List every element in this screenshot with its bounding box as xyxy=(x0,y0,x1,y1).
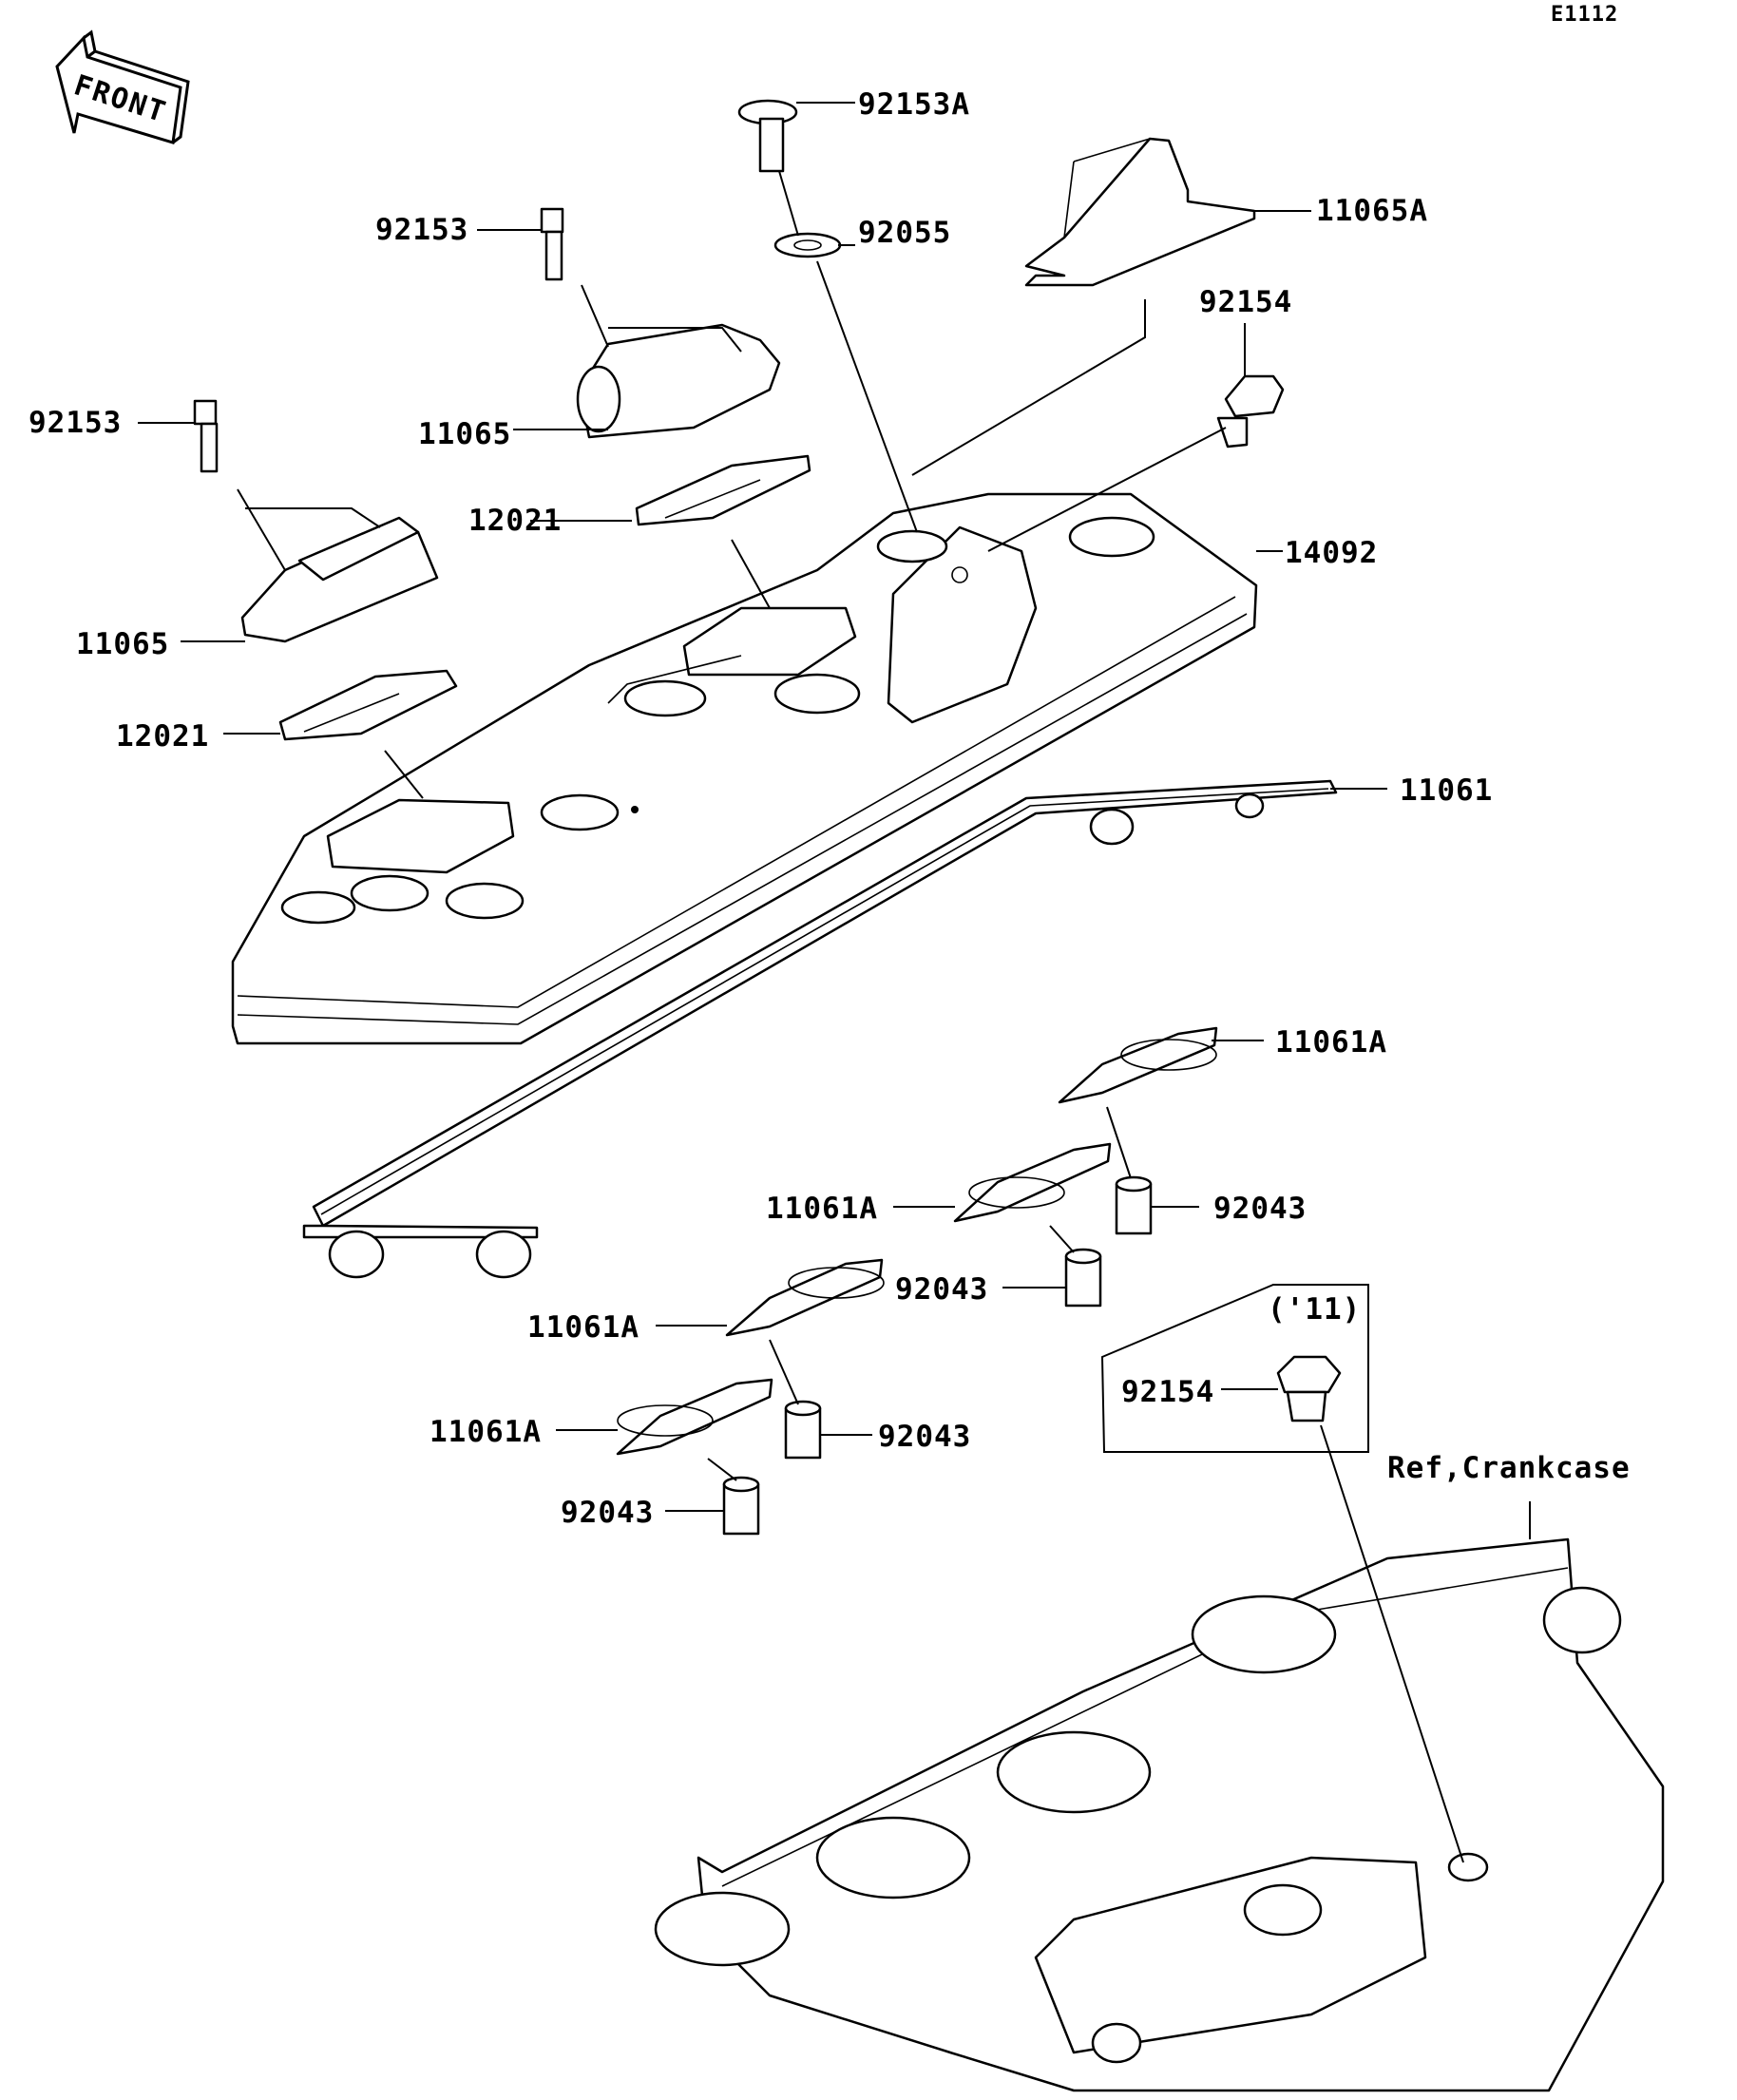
bolt-92153-upper[interactable] xyxy=(540,207,564,281)
part-labels: 92153A 92055 11065A 92154 92153 11065 92… xyxy=(29,87,1493,1530)
label-12021-lower: 12021 xyxy=(116,719,209,754)
crankcase-reference xyxy=(654,1537,1665,2092)
label-14092: 14092 xyxy=(1285,536,1378,570)
label-92043-2: 92043 xyxy=(895,1272,988,1307)
dowel-pin-1[interactable] xyxy=(1115,1175,1153,1235)
dowel-pin-3[interactable] xyxy=(784,1400,822,1460)
bolt-92153-lower[interactable] xyxy=(193,399,219,473)
leader-lines xyxy=(138,102,1531,1863)
label-11061a-4: 11061A xyxy=(429,1415,542,1449)
label-12021-upper: 12021 xyxy=(468,504,562,538)
reed-valve-lower[interactable] xyxy=(278,669,458,741)
diagram-code: E1112 xyxy=(1551,3,1618,27)
label-92043-3: 92043 xyxy=(878,1420,971,1454)
label-11061a-2: 11061A xyxy=(766,1192,878,1226)
reed-valve-cover-lower[interactable] xyxy=(240,516,439,643)
label-92154-box: 92154 xyxy=(1121,1375,1214,1409)
label-92153-lower: 92153 xyxy=(29,406,122,440)
gasket-11061a-1[interactable] xyxy=(1058,1026,1218,1104)
plug-92154[interactable] xyxy=(1216,374,1285,449)
year-note: ('11) xyxy=(1268,1292,1361,1327)
bolt-92153a[interactable] xyxy=(737,99,798,173)
label-92043-1: 92043 xyxy=(1213,1192,1307,1226)
year-variant-box xyxy=(1100,1284,1369,1453)
label-11061: 11061 xyxy=(1400,773,1493,808)
label-11061a-3: 11061A xyxy=(527,1310,639,1345)
gasket-11061a-3[interactable] xyxy=(725,1258,885,1337)
dowel-pin-2[interactable] xyxy=(1064,1248,1102,1308)
washer-92055[interactable] xyxy=(773,232,842,258)
label-92154-top: 92154 xyxy=(1199,285,1292,319)
label-92055: 92055 xyxy=(858,216,951,250)
front-arrow-icon: FRONT xyxy=(55,29,190,144)
label-92153a: 92153A xyxy=(858,87,970,122)
breather-cover[interactable] xyxy=(1024,137,1256,287)
head-cover-gasket[interactable] xyxy=(302,779,1338,1279)
label-92043-4: 92043 xyxy=(561,1496,654,1530)
reed-valve-cover-upper[interactable] xyxy=(576,323,781,439)
label-11065a: 11065A xyxy=(1316,194,1428,228)
gasket-11061a-4[interactable] xyxy=(616,1378,773,1456)
label-92153-upper: 92153 xyxy=(375,213,468,247)
reed-valve-upper[interactable] xyxy=(635,454,811,526)
cylinder-head-cover[interactable] xyxy=(231,492,1258,1045)
label-11065-upper: 11065 xyxy=(418,417,511,451)
dowel-pin-4[interactable] xyxy=(722,1476,760,1536)
crankcase-ref-label: Ref,Crankcase xyxy=(1387,1451,1631,1485)
label-11061a-1: 11061A xyxy=(1275,1025,1387,1060)
label-11065-lower: 11065 xyxy=(76,627,169,661)
gasket-11061a-2[interactable] xyxy=(953,1142,1112,1223)
